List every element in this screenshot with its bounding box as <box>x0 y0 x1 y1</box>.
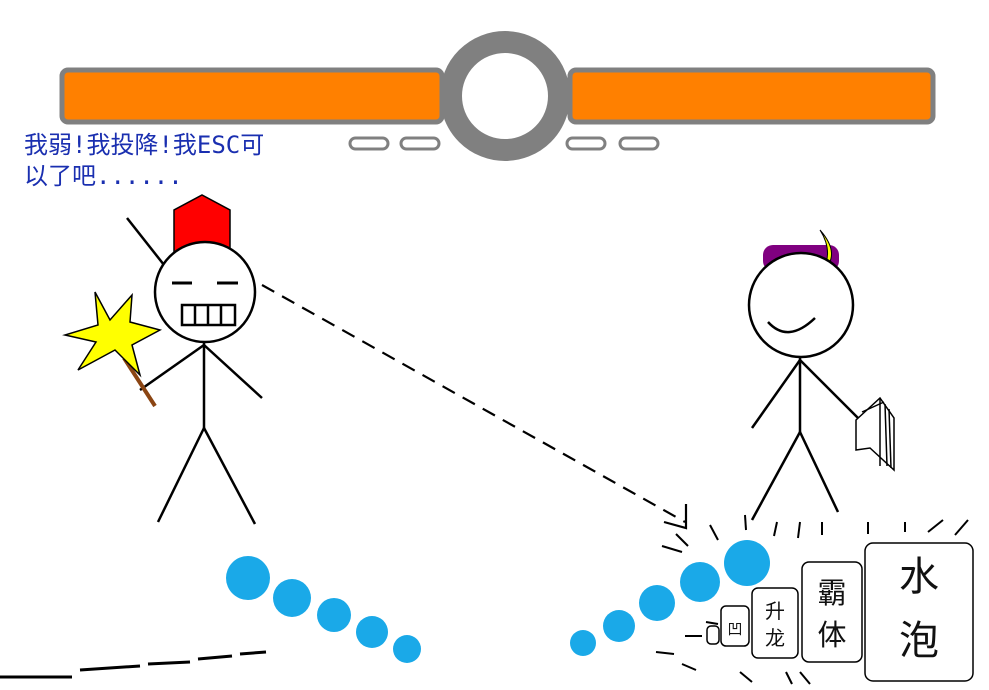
small-skill-label: 凹 <box>727 620 742 638</box>
smile <box>767 317 816 334</box>
speech-text: 我弱!我投降!我ESC可 以了吧...... <box>24 130 344 192</box>
spark-icon <box>62 291 163 378</box>
right-fighter-arm <box>750 359 802 429</box>
rising-dragon-label: 龙 <box>765 626 785 650</box>
sparkler-stick <box>122 356 157 408</box>
bubble <box>317 598 351 632</box>
water-bubble-label: 泡 <box>899 618 939 664</box>
right-fighter-leg <box>798 431 840 513</box>
round-indicator <box>618 136 660 151</box>
left-fighter-leg <box>156 427 206 523</box>
sparkler <box>62 291 163 408</box>
bubble <box>639 585 675 621</box>
round-timer-ring <box>440 31 570 161</box>
super-armor-label: 霸 <box>817 576 846 610</box>
hat-antenna <box>126 217 169 271</box>
rising-dragon-label: 升 <box>765 599 785 623</box>
round-indicator <box>399 136 441 151</box>
attack-trajectory <box>261 284 688 530</box>
right-fighter-leg <box>750 431 802 521</box>
bubble <box>724 540 770 586</box>
bubble <box>226 556 270 600</box>
bubble <box>393 635 421 663</box>
round-indicator <box>565 136 607 151</box>
bubble <box>356 616 388 648</box>
left-fighter-arm <box>203 344 263 399</box>
ground-dashes <box>0 650 267 679</box>
player1-health-bar <box>59 67 445 125</box>
skill-box-water-bubble <box>864 542 974 682</box>
skill-box-rising-dragon <box>751 587 799 659</box>
skill-box-super-armor <box>801 561 863 663</box>
impact-rays <box>655 514 969 685</box>
left-fighter-leg <box>202 427 257 525</box>
bubble <box>273 579 311 617</box>
water-bubbles-left <box>226 556 421 663</box>
bubble <box>680 562 720 602</box>
left-fighter <box>126 194 263 525</box>
water-bubble-label: 水 <box>899 554 939 600</box>
left-fighter-head <box>153 240 257 344</box>
left-fighter-arm <box>139 343 205 392</box>
water-bubbles-right <box>570 540 770 656</box>
round-indicator <box>348 136 390 151</box>
super-armor-label: 体 <box>817 618 846 652</box>
bubble <box>570 630 596 656</box>
speech-line-1: 我弱!我投降!我ESC可 <box>24 131 265 159</box>
skill-labels: 水 泡 霸 体 升 龙 凹 <box>727 554 939 664</box>
skill-boxes <box>706 542 974 682</box>
skill-box-small <box>720 605 750 647</box>
player2-health-bar <box>567 67 936 125</box>
hud <box>59 31 936 161</box>
right-fighter-arm <box>799 359 861 421</box>
skill-box-tiny <box>706 625 720 645</box>
speech-line-2: 以了吧...... <box>24 162 183 190</box>
right-fighter <box>747 229 861 521</box>
book-icon <box>855 396 895 472</box>
right-fighter-head <box>747 251 855 359</box>
bubble <box>603 610 635 642</box>
